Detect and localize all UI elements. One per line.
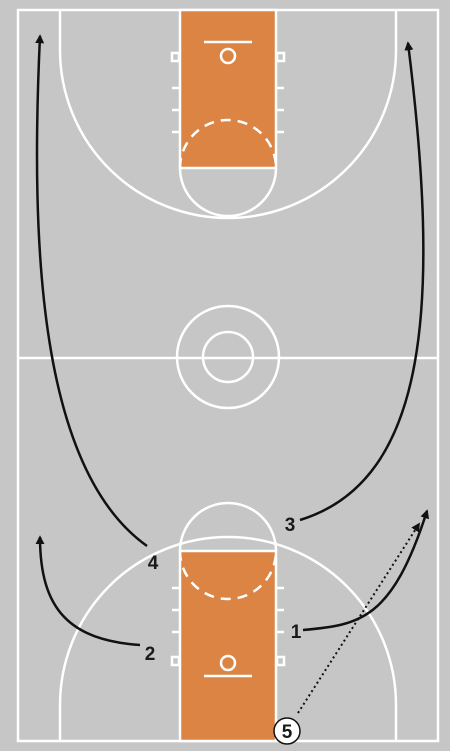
cut-arrow-player-1 xyxy=(302,509,430,632)
player-2-label: 2 xyxy=(145,644,156,665)
block-top-left xyxy=(170,51,181,63)
player-4-label: 4 xyxy=(148,553,159,574)
free-throw-circle-bottom-dashed xyxy=(178,550,278,601)
player-3-label: 3 xyxy=(285,515,296,536)
free-throw-circle-top-solid xyxy=(178,167,278,218)
free-throw-circle-top-dashed xyxy=(178,118,278,169)
movement-arrows xyxy=(35,34,430,714)
three-point-line-top xyxy=(58,10,398,220)
center-circle-outer xyxy=(175,304,281,410)
rim-top xyxy=(219,47,237,65)
center-circle-inner xyxy=(201,330,255,384)
block-bottom-left xyxy=(170,655,181,667)
player-5-label: 5 xyxy=(282,722,293,743)
three-point-line-bottom xyxy=(58,535,398,741)
rim-bottom xyxy=(219,654,237,672)
cut-arrow-player-2 xyxy=(35,535,141,647)
player-5-circle xyxy=(273,717,301,745)
block-top-right xyxy=(275,51,286,63)
player-1-label: 1 xyxy=(291,622,302,643)
block-bottom-right xyxy=(275,655,286,667)
free-throw-circle-bottom-solid xyxy=(178,501,278,552)
court-lines xyxy=(16,8,440,743)
player-labels: 1 2 3 4 5 xyxy=(145,515,302,745)
cut-arrow-player-3 xyxy=(299,41,425,522)
paint-top xyxy=(178,8,278,170)
cut-arrow-player-4 xyxy=(35,34,148,548)
paint-bottom xyxy=(178,549,278,743)
